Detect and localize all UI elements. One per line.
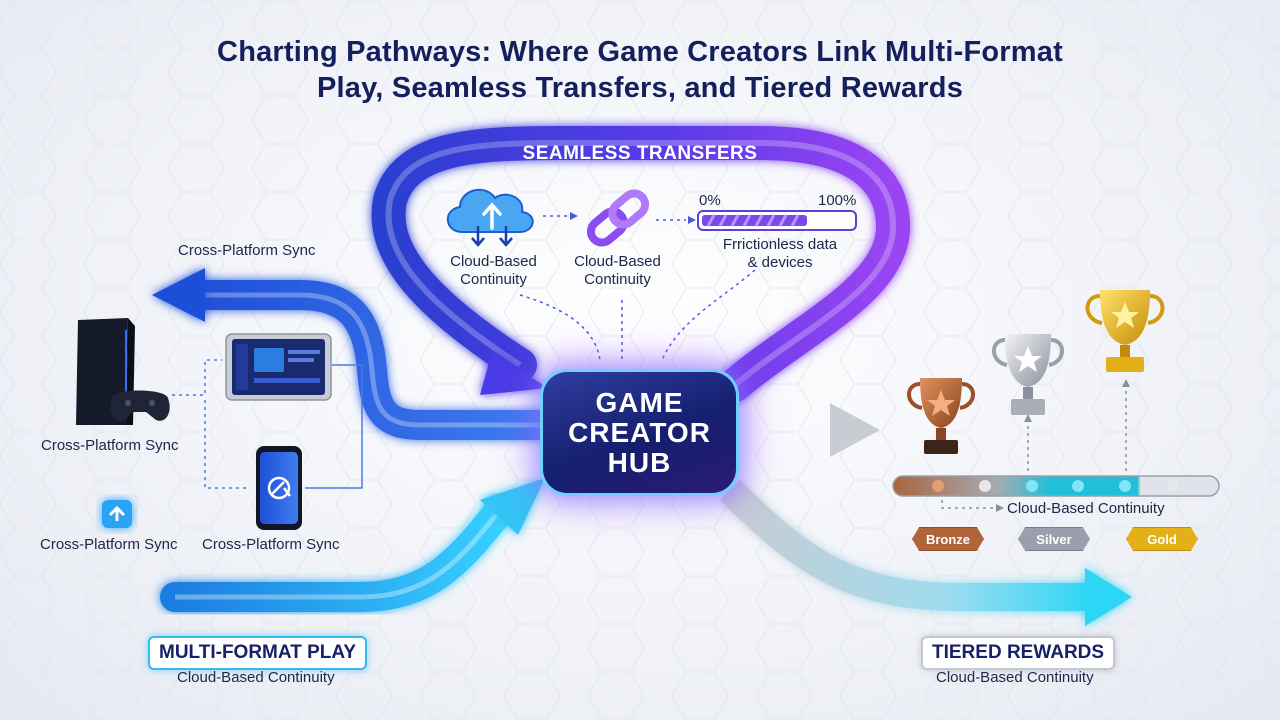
progress-stripe [742, 214, 752, 227]
cloud-continuity-label: Cloud-Based Continuity [450, 253, 537, 288]
game-creator-hub[interactable]: GAME CREATOR HUB [543, 372, 736, 493]
bronze-trophy-icon [907, 378, 975, 454]
progress-caption: Frrictionless data & devices [722, 236, 838, 271]
seamless-transfers-title: SEAMLESS TRANSFERS [522, 143, 758, 164]
game-console-icon [76, 318, 170, 425]
progress-end-label: 100% [818, 192, 857, 209]
page-title-line-2: Play, Seamless Transfers, and Tiered Rew… [316, 72, 964, 104]
cloud-upload-icon [446, 188, 534, 247]
tiered-rewards-sublabel: Cloud-Based Continuity [936, 669, 1094, 686]
hub-line-2: CREATOR [568, 416, 711, 448]
tablet-icon [225, 333, 332, 401]
rewards-lower-arrow-head [1085, 568, 1132, 626]
seamless-arrow-head [480, 352, 548, 395]
seamless-loop-stream [371, 126, 911, 402]
upload-arrow-icon [102, 500, 132, 528]
progress-stripe [718, 214, 728, 227]
cross-platform-sync-phone-label: Cross-Platform Sync [202, 536, 340, 553]
multi-format-sublabel: Cloud-Based Continuity [177, 669, 335, 686]
rewards-track-label: Cloud-Based Continuity [1007, 500, 1165, 517]
progress-stripe [706, 214, 716, 227]
rewards-upper-arrow-head [830, 403, 880, 457]
progress-stripe [754, 214, 764, 227]
link-continuity-label: Cloud-Based Continuity [574, 253, 661, 288]
silver-trophy-icon [992, 334, 1064, 415]
tier-badge-gold: Gold [1126, 527, 1198, 551]
gold-trophy-icon [1085, 290, 1165, 372]
cross-platform-stream [195, 280, 545, 440]
cross-platform-sync-top-label: Cross-Platform Sync [178, 242, 316, 259]
rewards-lower-stream [720, 480, 1090, 611]
progress-stripe [730, 214, 740, 227]
progress-stripe [778, 214, 788, 227]
progress-stripe [766, 214, 776, 227]
hub-line-1: GAME [595, 386, 684, 418]
progress-start-label: 0% [699, 192, 721, 209]
multiformat-stream [160, 495, 515, 612]
multiformat-arrow-head [480, 478, 545, 535]
hub-line-3: HUB [607, 446, 672, 478]
progress-stripe [790, 214, 800, 227]
cross-platform-sync-console-label: Cross-Platform Sync [41, 437, 179, 454]
tier-badge-bronze: Bronze [912, 527, 984, 551]
progress-stripes [706, 214, 800, 227]
page-title-line-1: Charting Pathways: Where Game Creators L… [217, 36, 1063, 68]
rewards-track-checks [932, 480, 1179, 492]
rewards-track [892, 475, 1220, 497]
smartphone-icon [256, 446, 302, 530]
tier-badge-silver: Silver [1018, 527, 1090, 551]
chain-link-icon [586, 189, 650, 247]
cross-platform-sync-badge-label: Cross-Platform Sync [40, 536, 178, 553]
tiered-rewards-label: TIERED REWARDS [921, 636, 1116, 670]
cross-platform-arrow-head [152, 268, 205, 322]
multi-format-play-label: MULTI-FORMAT PLAY [148, 636, 368, 670]
